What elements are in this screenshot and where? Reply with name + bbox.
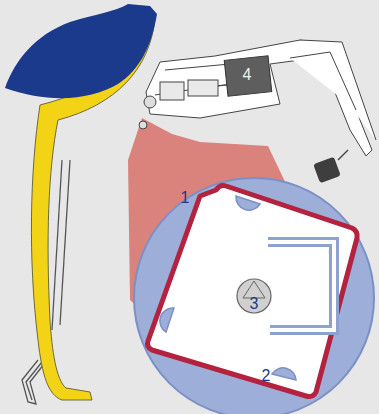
small-cylinder bbox=[313, 150, 348, 183]
bracket-inner bbox=[268, 242, 334, 330]
shaft bbox=[237, 279, 271, 313]
actuator-box bbox=[224, 56, 272, 96]
callout-number: 1 bbox=[181, 189, 190, 207]
drum bbox=[134, 178, 374, 414]
callout-number: 2 bbox=[262, 367, 271, 385]
bracket bbox=[268, 242, 334, 330]
callout-number: 4 bbox=[243, 66, 252, 84]
corner-notches bbox=[160, 196, 338, 380]
callout-number: 3 bbox=[250, 295, 259, 313]
square-frame bbox=[148, 186, 358, 397]
blue-body bbox=[5, 4, 157, 98]
mechanism bbox=[139, 40, 376, 156]
